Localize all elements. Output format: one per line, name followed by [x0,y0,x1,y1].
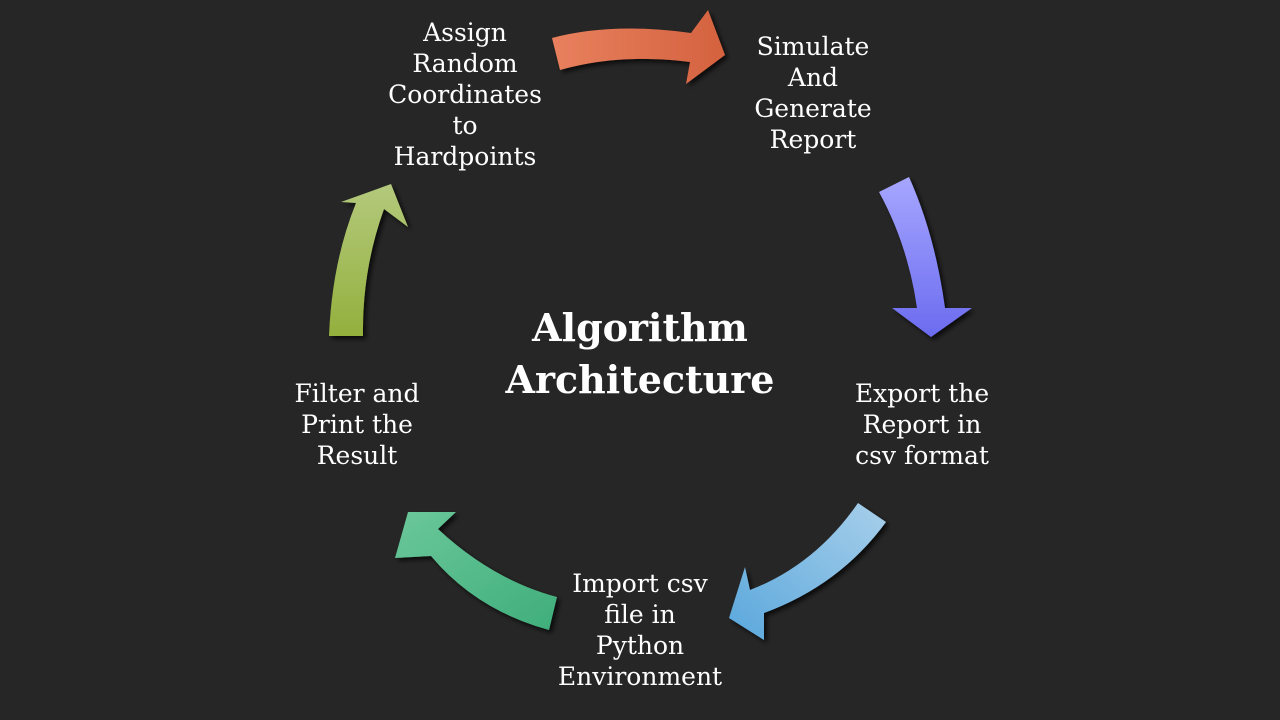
step-line: Filter and [294,379,420,408]
step-line: And [787,63,839,92]
step-line: file in [604,600,676,629]
title-line: Algorithm [532,305,748,350]
step-line: Random [412,49,518,78]
step-line: Simulate [756,32,870,61]
step-line: Coordinates [388,80,542,109]
arrow-purple [879,177,972,337]
step-export-report-csv: Export the Report in csv format [832,378,1012,471]
step-line: Report in [862,410,982,439]
arrow-blue [729,503,886,640]
step-line: Hardpoints [393,142,537,171]
step-simulate-generate-report: Simulate And Generate Report [728,31,898,155]
step-import-csv-python: Import csv file in Python Environment [540,568,740,692]
step-line: Export the [854,379,990,408]
step-line: csv format [855,441,989,470]
step-line: Report [769,125,857,154]
arrow-orange [552,10,725,84]
step-line: to [452,111,478,140]
step-line: Print the [301,410,413,439]
step-line: Environment [557,662,723,691]
diagram-title: Algorithm Architecture [480,302,800,406]
step-line: Generate [754,94,872,123]
arrow-olive [329,184,408,336]
step-assign-random-coordinates: Assign Random Coordinates to Hardpoints [365,17,565,172]
step-line: Import csv [572,569,708,598]
title-line: Architecture [505,357,775,402]
arrow-green [395,512,557,630]
step-line: Result [316,441,398,470]
step-filter-print-result: Filter and Print the Result [272,378,442,471]
step-line: Assign [423,18,507,47]
step-line: Python [595,631,685,660]
